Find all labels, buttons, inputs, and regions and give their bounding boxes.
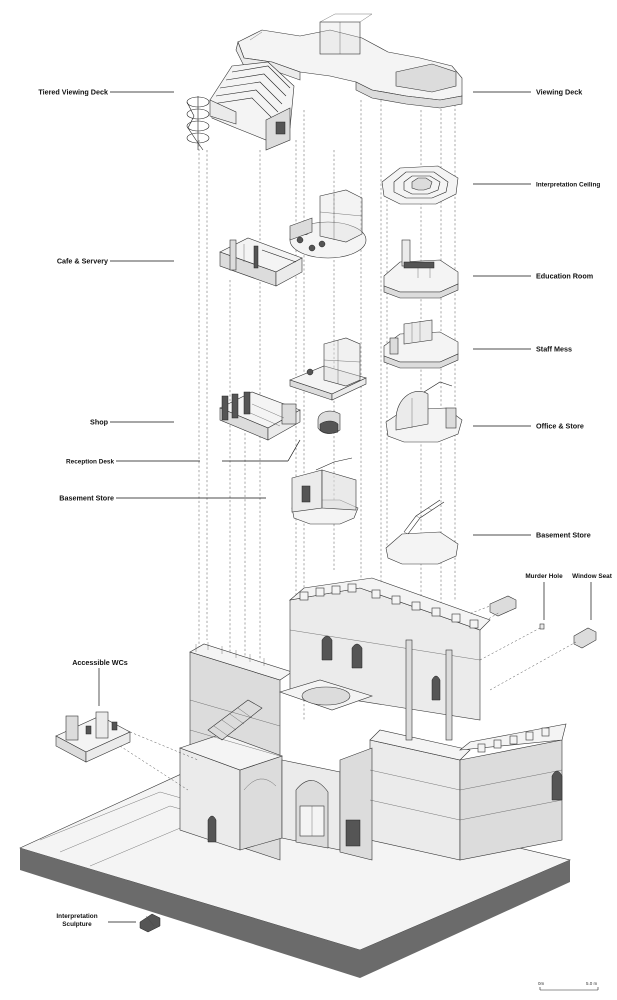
- office-store-model: [385, 381, 463, 443]
- accessible-wcs-model: [55, 711, 199, 791]
- tiered-viewing-deck-model: [186, 61, 295, 151]
- reception-desk-model: [317, 410, 341, 434]
- interpretation-sculpture-model: [139, 913, 161, 933]
- label-basement-store-left: Basement Store: [59, 494, 114, 503]
- label-reception-desk: Reception Desk: [66, 459, 114, 466]
- label-tiered-viewing-deck: Tiered Viewing Deck: [38, 88, 108, 97]
- label-viewing-deck: Viewing Deck: [536, 88, 582, 97]
- leader-lines: [98, 91, 592, 923]
- basement-store-left-model: [291, 457, 359, 525]
- scale-bar: 0m 5.0 m: [538, 981, 599, 991]
- label-cafe-servery: Cafe & Servery: [57, 257, 108, 266]
- label-murder-hole: Murder Hole: [525, 573, 563, 580]
- cafe-servery-model: [219, 189, 367, 287]
- label-interpretation-sculpture-line1: Interpretation: [56, 913, 97, 920]
- label-accessible-wcs: Accessible WCs: [72, 658, 128, 667]
- interpretation-ceiling-model: [381, 165, 459, 205]
- label-staff-mess: Staff Mess: [536, 345, 572, 354]
- label-window-seat: Window Seat: [572, 573, 613, 580]
- label-interpretation-sculpture-line2: Sculpture: [62, 921, 92, 928]
- staff-mess-axo-model: [289, 337, 367, 401]
- label-basement-store-right: Basement Store: [536, 531, 591, 540]
- castle-model: [19, 577, 571, 978]
- label-shop: Shop: [90, 418, 109, 427]
- label-interpretation-ceiling: Interpretation Ceiling: [536, 182, 600, 189]
- label-office-store: Office & Store: [536, 422, 584, 431]
- shop-model: [219, 391, 301, 441]
- scale-end-label: 5.0 m: [586, 981, 598, 986]
- staff-mess-model: [383, 319, 459, 369]
- viewing-deck-model: [235, 13, 463, 109]
- label-education-room: Education Room: [536, 272, 593, 281]
- scale-start-label: 0m: [538, 981, 545, 986]
- education-room-model: [383, 239, 459, 299]
- basement-store-right-model: [385, 499, 459, 565]
- murder-hole-window-seat-models: [457, 595, 597, 691]
